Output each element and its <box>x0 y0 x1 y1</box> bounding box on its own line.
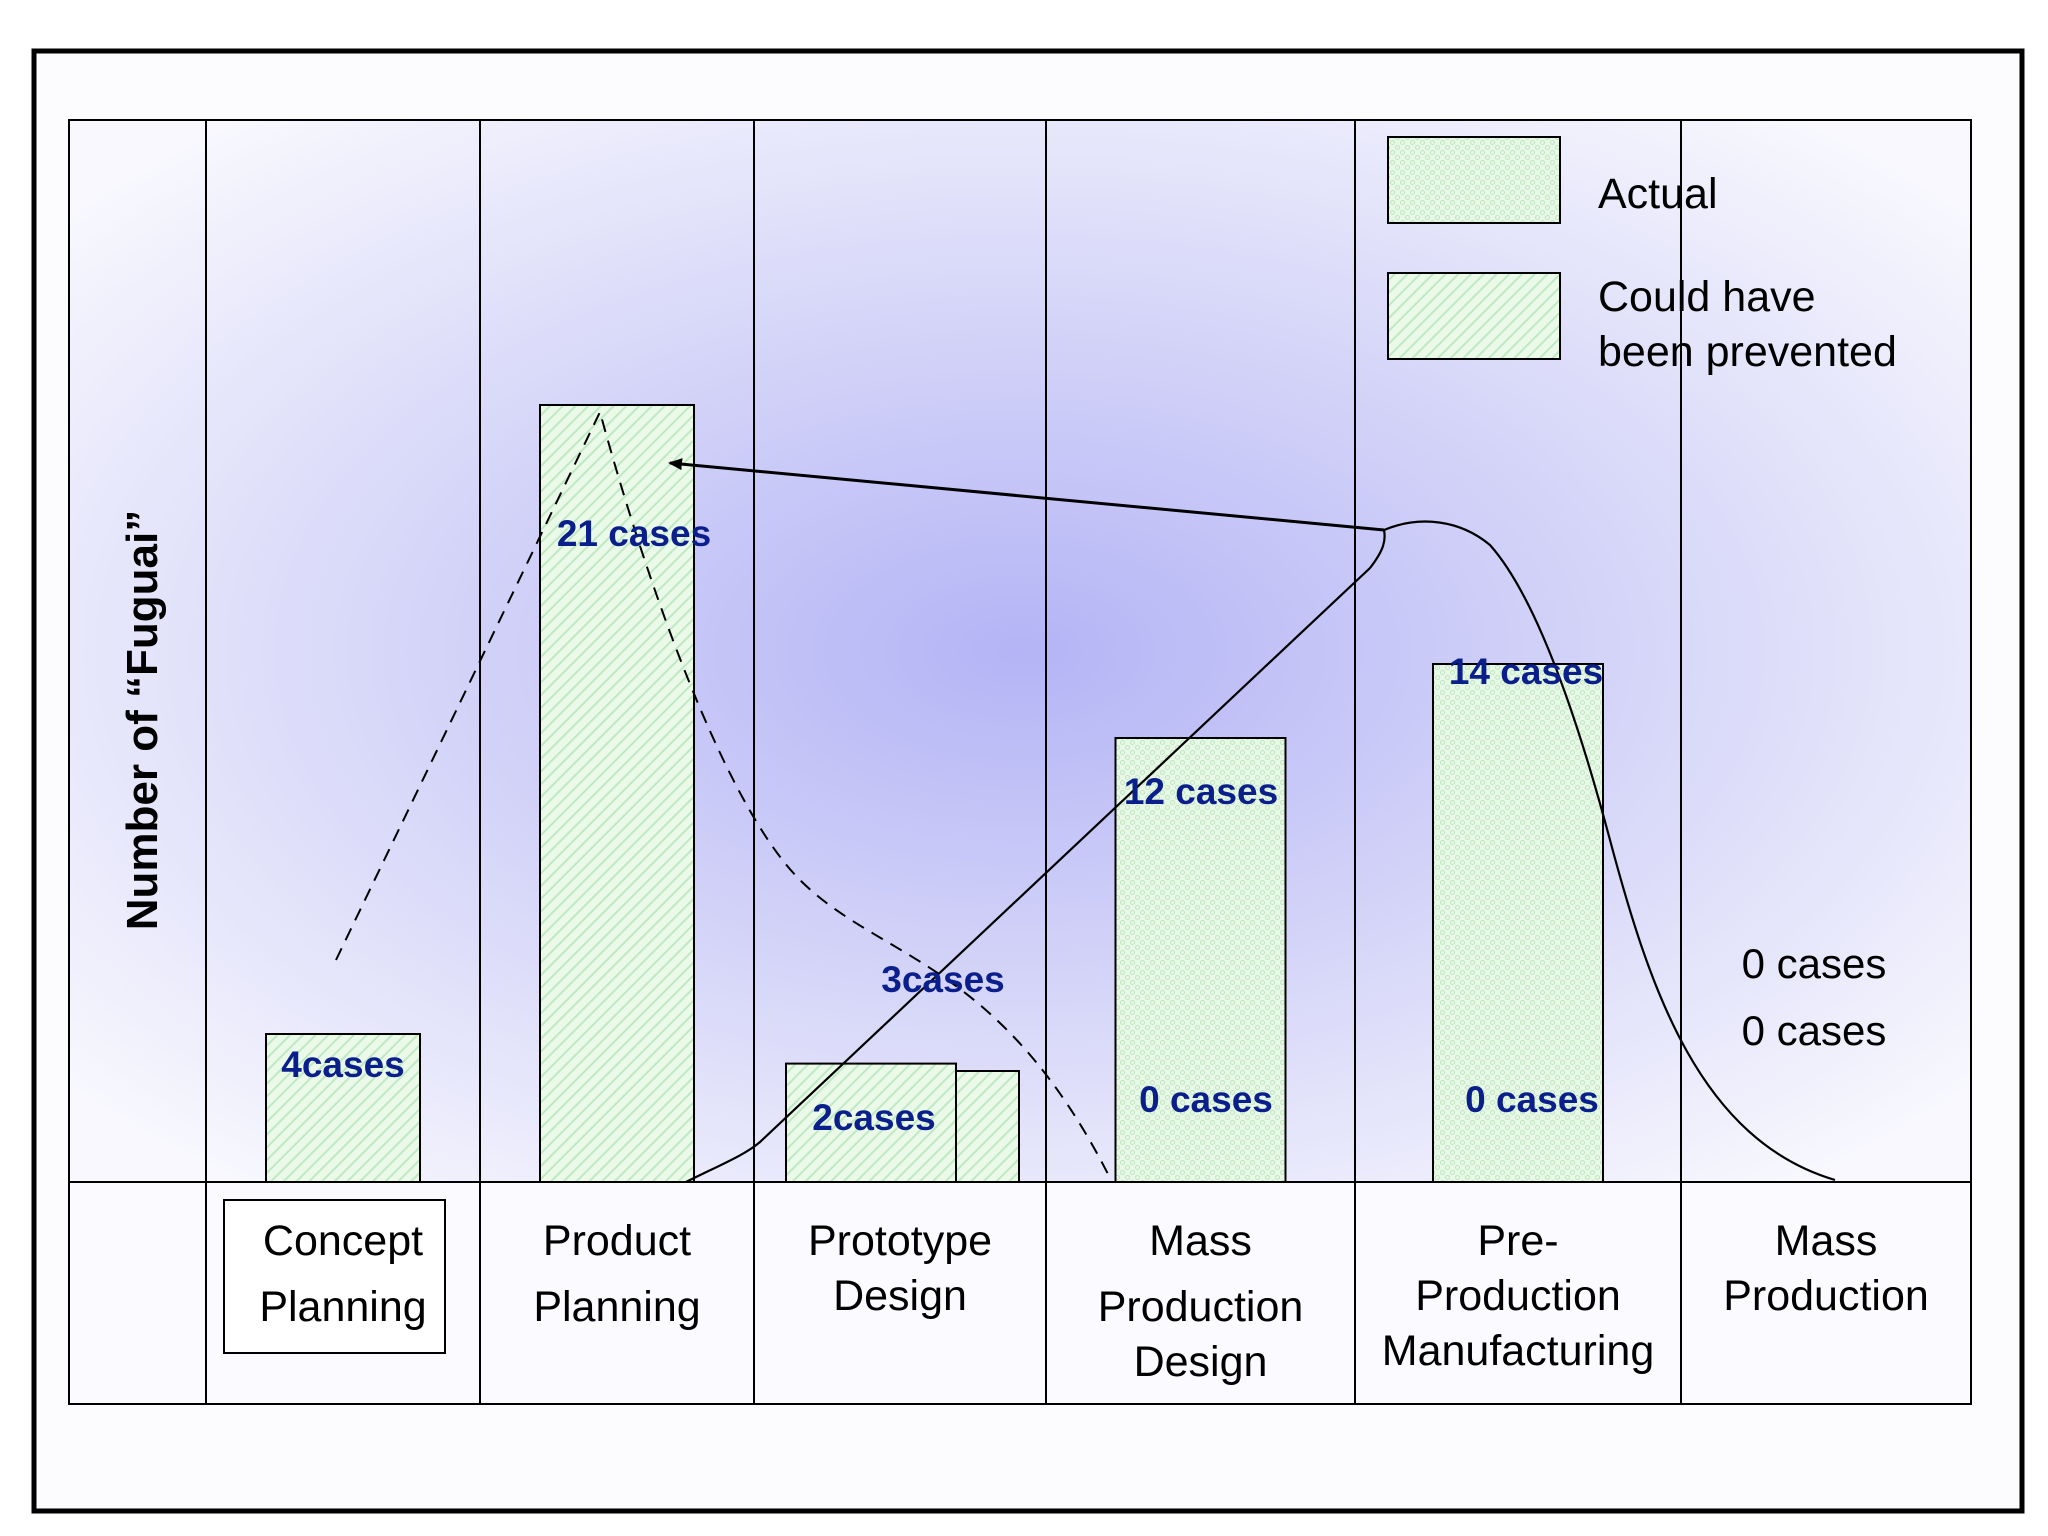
legend-label: been prevented <box>1598 328 1897 376</box>
stage-label: Planning <box>259 1283 426 1331</box>
bar-value-label: 0 cases <box>1742 1007 1887 1054</box>
stage-label: Pre- <box>1477 1217 1558 1265</box>
legend-swatch <box>1387 272 1561 360</box>
plot-border <box>68 119 1972 1405</box>
bar-value-label: 0 cases <box>1139 1079 1273 1120</box>
bar-actual <box>539 404 695 1183</box>
bar-value-label: 2cases <box>812 1097 935 1138</box>
legend-label: Actual <box>1598 170 1718 218</box>
bar-actual <box>1114 737 1287 1183</box>
bar-value-label: 12 cases <box>1124 771 1278 812</box>
solid-trend-curve <box>685 520 1836 1183</box>
prevention-arrow <box>668 458 1385 532</box>
stage-dividers <box>205 120 1682 1404</box>
concept-planning-label-box <box>223 1199 446 1354</box>
legend-swatch <box>1387 136 1561 224</box>
stage-label: Concept <box>263 1217 423 1265</box>
stage-label: Design <box>833 1272 967 1320</box>
bar-value-label: 3cases <box>881 959 1004 1000</box>
plot-background <box>69 120 1971 1182</box>
dashed-trend-curve <box>335 409 1111 1179</box>
bars <box>265 404 1604 1183</box>
stage-label: Planning <box>533 1283 700 1331</box>
bar-value-label: 14 cases <box>1449 651 1603 692</box>
stage-label: Manufacturing <box>1382 1327 1655 1375</box>
bar-value-labels: 4cases 21 cases 3cases 12 cases 14 cases 0 ca… <box>281 513 1886 1138</box>
bar-prevented <box>785 1062 957 1183</box>
stage-label: Mass <box>1775 1217 1878 1265</box>
stage-label: Production <box>1723 1272 1929 1320</box>
bar-value-label: 0 cases <box>1742 940 1887 987</box>
bar-value-label: 21 cases <box>557 513 711 554</box>
bar-value-label: 4cases <box>281 1044 404 1085</box>
bar-actual <box>265 1033 421 1183</box>
bar-value-label: 0 cases <box>1465 1079 1599 1120</box>
stage-label: Prototype <box>808 1217 992 1265</box>
legend-label: Could have <box>1598 273 1816 321</box>
stage-label: Production <box>1098 1283 1304 1331</box>
stage-label: Mass <box>1149 1217 1252 1265</box>
bar-actual <box>1432 663 1604 1183</box>
stage-label: Product <box>543 1217 691 1265</box>
y-axis-label: Number of “Fuguai” <box>118 510 167 930</box>
stage-label: Design <box>1134 1338 1268 1386</box>
stage-label: Production <box>1415 1272 1621 1320</box>
